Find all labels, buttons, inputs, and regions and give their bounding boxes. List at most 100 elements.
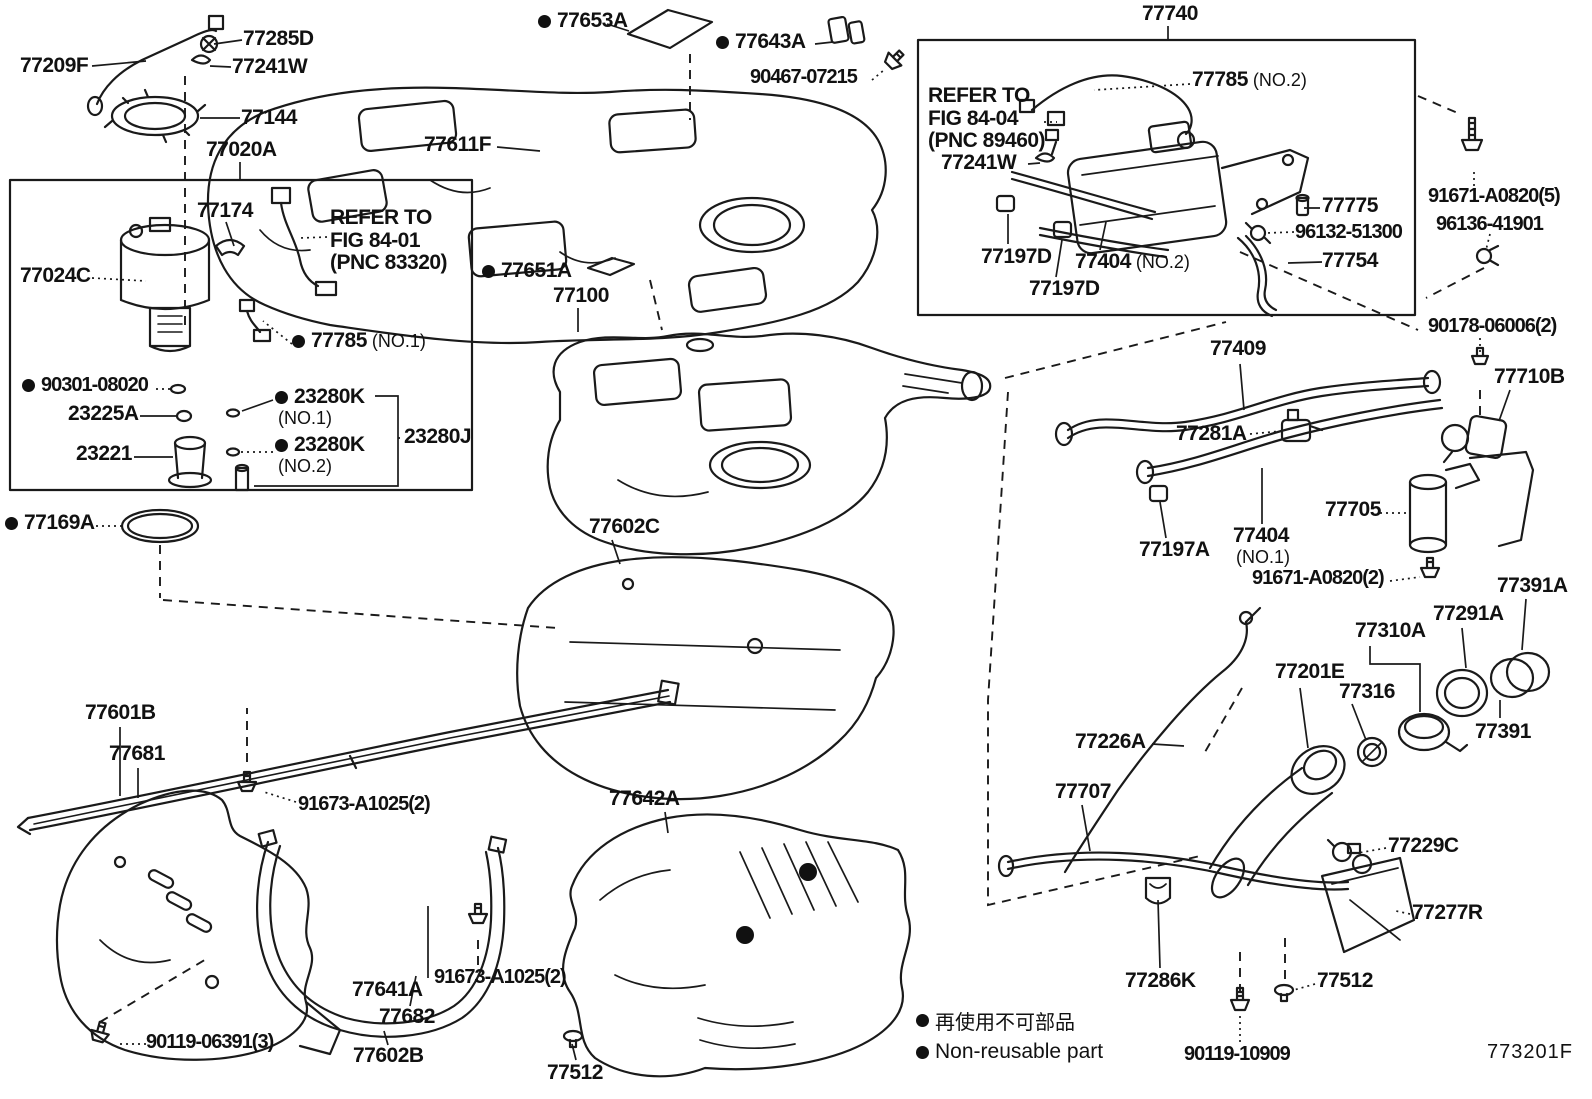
part-label-77681: 77681 [109,742,165,766]
sketch-clamp-96136-41901 [1475,244,1500,267]
part-number-text: 77241W [941,151,1017,174]
part-label-77602B: 77602B [353,1044,424,1068]
part-number-text: 77409 [1210,337,1266,360]
part-label-77209F: 77209F [20,54,89,78]
part-label-77169A: 77169A [5,511,95,535]
part-label-77710B: 77710B [1494,365,1565,389]
part-label-77020A: 77020A [206,138,277,162]
sketch-bolt-91671-A0820-2 [1419,556,1441,579]
part-number-text: 77512 [1317,969,1373,992]
part-label-77226A: 77226A [1075,730,1146,754]
part-label-77285D: 77285D [243,27,314,51]
part-number-text: 77785 [1192,68,1248,91]
non-reusable-dot-icon [538,15,551,28]
part-label-77785-no1: 77785(NO.1) [292,329,426,353]
sketch-shield-77277R [1320,853,1416,954]
sketch-fuel-tank-77100 [546,332,992,556]
part-label-77241W-right: 77241W [941,151,1017,175]
sketch-suction-tube-77209F [86,14,225,117]
part-label-90119-10909: 90119-10909 [1184,1043,1291,1066]
non-reusable-dot-icon [916,1014,929,1027]
part-label-77404-no2: 77404(NO.2) [1075,250,1190,274]
part-number-text: 77197D [981,245,1052,268]
part-label-77100: 77100 [553,284,609,308]
non-reusable-dot-icon [916,1045,929,1059]
part-label-96132-51300: 96132-51300 [1295,221,1403,244]
clip-77241W-right [1034,152,1056,163]
part-number-text: 77310A [1355,619,1426,642]
construction-lines-dashed [99,54,1485,1023]
sketch-bolt-90119-06391 [90,1020,110,1044]
part-label-77024C: 77024C [20,264,91,288]
part-number-text: 91671-A0820(2) [1252,567,1385,589]
hose-77754 [1236,234,1278,318]
part-label-77201E: 77201E [1275,660,1345,684]
legend-text-jp: 再使用不可部品 [935,1012,1075,1034]
legend-text-en: Non-reusable part [935,1040,1104,1063]
part-number-text: 96136-41901 [1436,213,1544,235]
part-label-77682: 77682 [379,1005,435,1029]
sketch-clamp-77229C [1326,838,1362,863]
sketch-shield-77602C [516,556,895,801]
sketch-bolt-90467-07215 [883,49,905,71]
part-number-text: 77201E [1275,660,1345,683]
part-label-23225A: 23225A [68,402,139,426]
part-label-23280K-no1: 23280K(NO.1) [275,385,365,428]
part-label-77643A: 77643A [716,30,806,54]
drawing-code: 773201F [1487,1041,1573,1063]
part-label-77316: 77316 [1339,680,1395,704]
part-number-text: 23225A [68,402,139,425]
float-77174 [214,238,246,257]
part-label-77409: 77409 [1210,337,1266,361]
part-number-text: 77785 [311,329,367,352]
sketch-protector-77642A [561,813,911,1078]
part-number-text: 77226A [1075,730,1146,753]
sketch-cap-77310A [1397,712,1469,753]
part-number-text: 77707 [1055,780,1111,803]
part-label-77754: 77754 [1322,249,1378,273]
part-number-text: 90119-06391(3) [146,1031,274,1053]
part-number-text: 77602C [589,515,660,538]
part-label-suffix: (NO.2) [1252,70,1307,90]
legend: 再使用不可部品 Non-reusable part [916,1006,1103,1069]
clamp-96132-51300 [1249,224,1267,242]
part-number-text: 77291A [1433,602,1504,625]
part-label-line: FIG 84-01 [330,228,421,252]
part-label-23280K-no2: 23280K(NO.2) [275,433,365,476]
part-number-text: 23280K [294,433,365,456]
non-reusable-dot-icon [5,517,18,530]
part-label-77512-bottom: 77512 [547,1061,603,1085]
part-number-text: 77229C [1388,834,1459,857]
part-label-77197D-2: 77197D [1029,277,1100,301]
non-reusable-dot-icon [22,379,35,392]
sketch-sheet-77653A [626,8,714,50]
valve-77281A [1280,408,1324,443]
part-label-96136-41901: 96136-41901 [1436,213,1544,236]
sketch-clamp-77286K [1144,876,1172,905]
part-label-90119-06391-3: 90119-06391(3) [146,1031,274,1054]
sketch-band-77682 [256,829,508,1038]
sketch-tube-77409 [1054,369,1442,447]
sketch-filler-pipe-77201E [1208,745,1346,899]
tube-77404-no2 [1010,170,1157,221]
sketch-bolt-91673-right [467,902,489,925]
sketch-oring-77169A [120,508,200,544]
sketch-breather-tube-77226A [1063,606,1262,874]
part-label-91673-A1025-left: 91673-A1025(2) [298,793,431,816]
part-number-text: 91671-A0820(5) [1428,185,1561,207]
sketch-bolt-91671-A0820-5 [1460,116,1484,152]
part-number-text: 91673-A1025(2) [298,793,431,815]
part-number-text: 77642A [609,787,680,810]
clamp-77197A [1148,484,1169,503]
part-number-text: 91673-A1025(2) [434,966,567,988]
sketch-pump-module-77020A [119,186,338,492]
leader-lines-dotted [91,69,1491,1045]
non-reusable-dot-icon [716,36,729,49]
washer-23280K-no2 [225,447,241,457]
sketch-tube-77404-no1 [1135,398,1444,503]
clamp-77197D-2 [1052,220,1073,239]
part-label-77641A: 77641A [352,978,423,1002]
part-number-text: 77653A [557,9,628,32]
